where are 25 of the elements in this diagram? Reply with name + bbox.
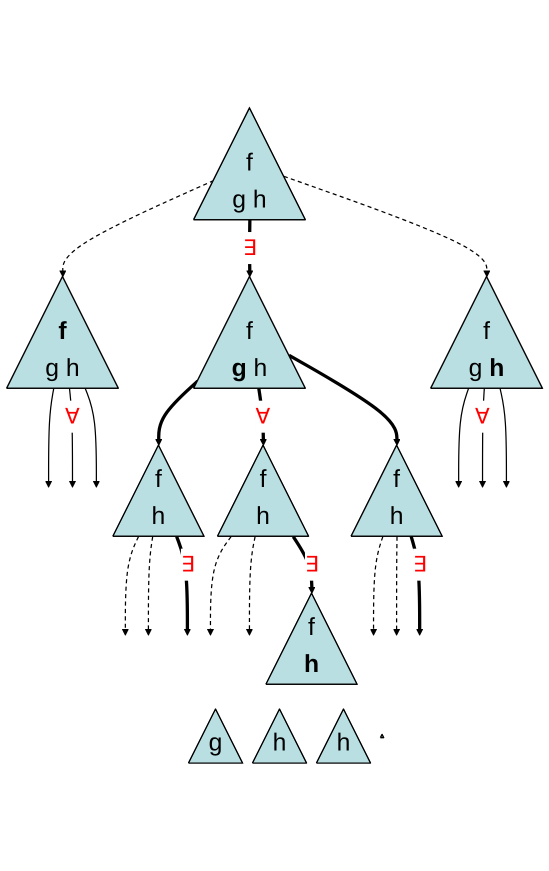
dashed-arrow <box>284 176 490 278</box>
triangle-node: f g h <box>430 276 544 389</box>
triangle-node: g <box>188 708 244 764</box>
triangle-node: h <box>316 708 372 764</box>
triangle-node: f h <box>265 592 358 685</box>
dashed-arrow <box>246 536 256 636</box>
arrow <box>84 388 100 488</box>
dashed-arrow <box>370 536 384 636</box>
dashed-arrow <box>392 536 400 636</box>
triangle-node: f g h <box>192 276 306 389</box>
arrow <box>455 388 470 488</box>
arrow <box>288 354 401 446</box>
triangle-node <box>380 734 384 738</box>
arrow <box>44 388 54 488</box>
triangle-node: f h <box>216 444 310 537</box>
triangle-node: f g h <box>6 276 119 389</box>
dashed-arrow <box>144 536 154 636</box>
triangle-node: f h <box>350 444 443 537</box>
triangle-node: f g h <box>192 107 306 220</box>
dashed-arrow <box>206 536 232 636</box>
dashed-arrow <box>122 536 140 636</box>
triangle-node: f h <box>112 444 205 537</box>
arrow <box>500 388 510 488</box>
dashed-arrow <box>59 180 214 278</box>
triangle-node: h <box>252 708 308 764</box>
